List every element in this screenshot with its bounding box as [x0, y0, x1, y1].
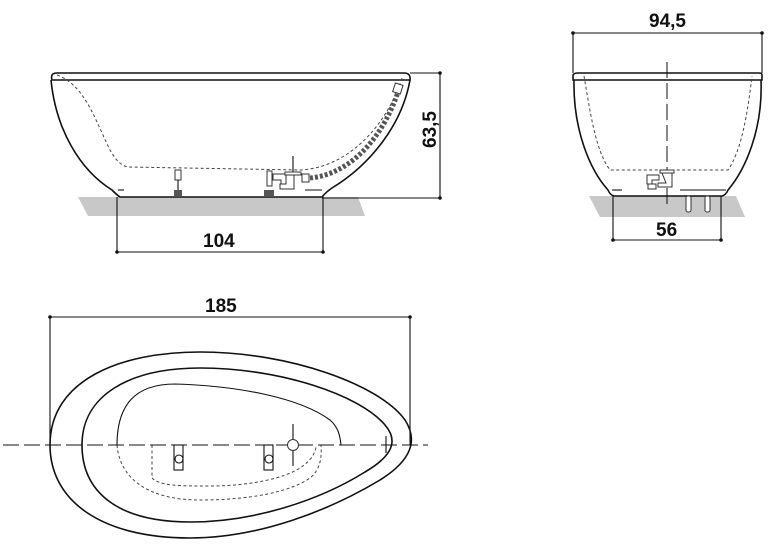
side-view-hose [309, 91, 401, 181]
end-view-base-width-label: 56 [656, 220, 677, 241]
end-view-top-width-label: 94,5 [649, 11, 686, 32]
end-view-leg-1 [685, 195, 692, 213]
side-view-hose-fitting [392, 82, 404, 95]
top-view-outer-rim [49, 351, 413, 539]
top-view-length-label: 185 [205, 296, 237, 317]
top-view-basin-hidden-inner [151, 444, 317, 487]
side-view-foot-left [174, 169, 182, 196]
end-view-leg-2 [704, 195, 711, 213]
top-view: 185 [3, 296, 428, 539]
side-view-drain [264, 156, 310, 196]
end-view-rim [572, 72, 763, 81]
end-view-drain [646, 169, 675, 190]
side-view-rim [50, 72, 411, 81]
side-view-body [50, 79, 411, 198]
end-view-inner-basin [583, 75, 753, 171]
side-view-floor [78, 197, 365, 216]
top-view-inner-rim [81, 367, 393, 523]
end-view: 94,5 56 [571, 11, 764, 242]
top-view-basin [116, 383, 342, 446]
top-view-drain [287, 424, 299, 466]
side-view-inner-basin [56, 74, 403, 171]
end-view-body [573, 79, 762, 197]
top-view-foot-right [263, 444, 274, 471]
side-view-height-label: 63,5 [420, 111, 441, 148]
top-view-basin-hidden-outer [116, 444, 322, 501]
top-view-foot-left [173, 444, 184, 471]
side-view: 63,5 104 [50, 71, 442, 254]
side-view-base-width-label: 104 [203, 231, 235, 252]
